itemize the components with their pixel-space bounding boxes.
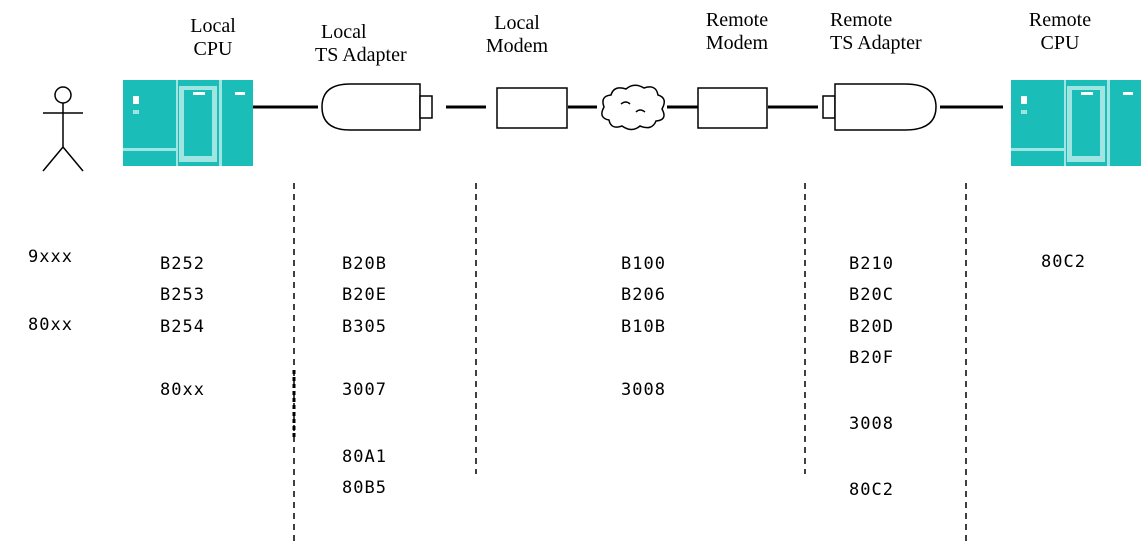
network-cloud-icon [601, 84, 665, 131]
local-ts-code-4: 3007 [342, 380, 387, 400]
local-ts-adapter-label: Local TS Adapter [315, 21, 455, 67]
remote-ts-adapter-label-line2: TS Adapter [830, 32, 922, 54]
local-cpu-icon [123, 80, 253, 166]
remote-ts-code-5: 3008 [849, 414, 894, 434]
local-cpu-code-3: B254 [160, 317, 205, 337]
user-code-2: 80xx [28, 315, 73, 335]
remote-modem-label-line1: Remote [705, 9, 769, 31]
local-modem-label-line2: Modem [485, 35, 549, 57]
user-icon [42, 86, 84, 172]
local-cpu-label-line1: Local [190, 15, 236, 37]
remote-ts-code-2: B20C [849, 285, 894, 305]
modem-code-2: B206 [621, 285, 666, 305]
local-cpu-label: Local CPU [168, 15, 258, 61]
local-modem-label-line1: Local [494, 12, 540, 34]
remote-ts-adapter-label-line1: Remote [830, 9, 893, 31]
local-ts-code-3: B305 [342, 317, 387, 337]
remote-cpu-icon [1011, 80, 1141, 166]
remote-ts-code-3: B20D [849, 317, 894, 337]
modem-code-1: B100 [621, 254, 666, 274]
local-cpu-code-1: B252 [160, 254, 205, 274]
local-ts-adapter-label-line1: Local [321, 21, 367, 43]
remote-ts-adapter-icon [822, 83, 937, 131]
remote-cpu-label-line1: Remote [1028, 9, 1092, 31]
local-modem-label: Local Modem [472, 12, 562, 58]
local-modem-icon [496, 87, 568, 129]
remote-ts-code-4: B20F [849, 348, 894, 368]
user-code-1: 9xxx [28, 247, 73, 267]
local-ts-adapter-label-line2: TS Adapter [315, 44, 407, 66]
modem-code-4: 3008 [621, 380, 666, 400]
remote-modem-label-line2: Modem [705, 32, 769, 54]
remote-ts-code-6: 80C2 [849, 480, 894, 500]
remote-cpu-code-1: 80C2 [1041, 252, 1086, 272]
local-cpu-label-line2: CPU [193, 38, 233, 60]
remote-cpu-label: Remote CPU [1020, 9, 1100, 55]
local-ts-code-1: B20B [342, 254, 387, 274]
modem-code-3: B10B [621, 317, 666, 337]
remote-ts-adapter-label: Remote TS Adapter [830, 9, 960, 55]
local-cpu-code-4: 80xx [160, 380, 205, 400]
remote-ts-code-1: B210 [849, 254, 894, 274]
local-ts-code-5: 80A1 [342, 447, 387, 467]
local-cpu-code-2: B253 [160, 285, 205, 305]
local-ts-code-6: 80B5 [342, 478, 387, 498]
local-ts-adapter-icon [321, 83, 433, 131]
remote-cpu-label-line2: CPU [1040, 32, 1080, 54]
local-ts-code-2: B20E [342, 285, 387, 305]
column-separators [293, 183, 967, 546]
remote-modem-icon [697, 87, 768, 129]
remote-modem-label: Remote Modem [697, 9, 777, 55]
